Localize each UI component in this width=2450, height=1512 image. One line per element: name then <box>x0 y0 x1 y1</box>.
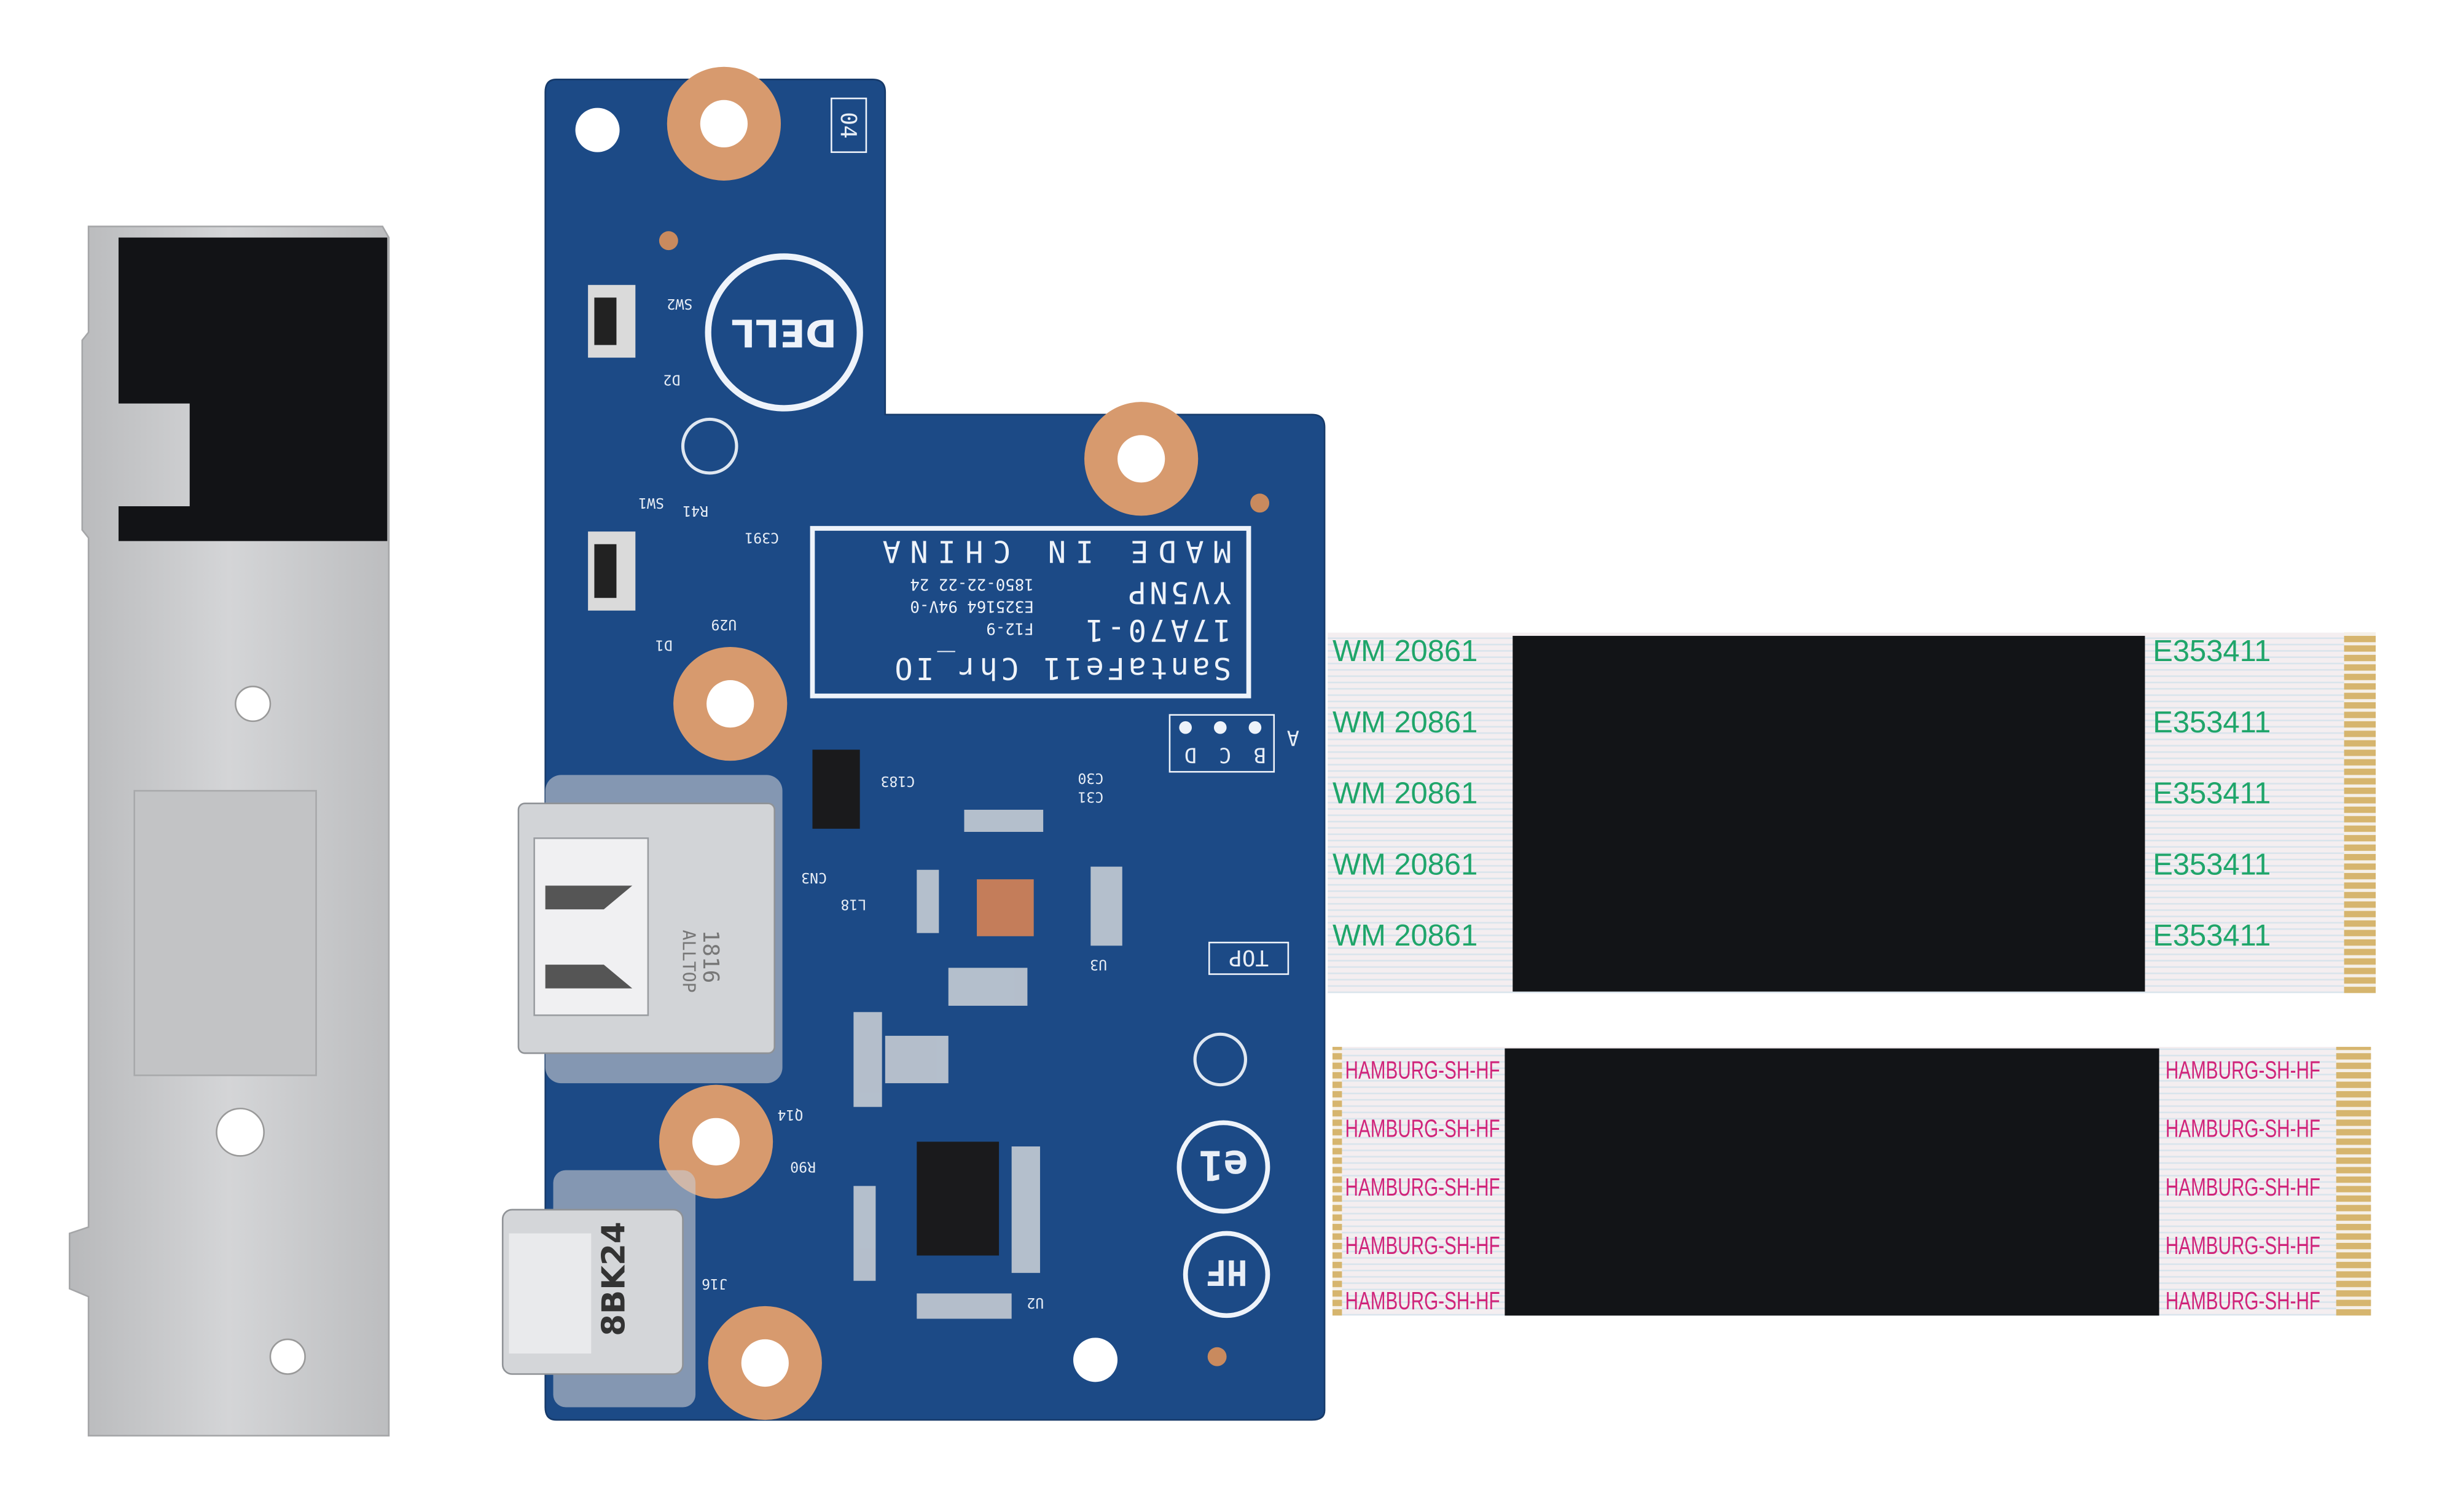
silk-c31: C31 <box>1078 789 1103 805</box>
ribbon-cable-bottom: HAMBURG-SH-HF HAMBURG-SH-HF HAMBURG-SH-H… <box>1332 1046 2371 1316</box>
svg-text:e1: e1 <box>1199 1142 1248 1189</box>
cable-print-left: WM 20861 <box>1333 706 1477 739</box>
silk-u3: U3 <box>1090 956 1107 972</box>
svg-text:ALLTOP: ALLTOP <box>678 930 699 993</box>
svg-text:SantaFe11 Chr_IO: SantaFe11 Chr_IO <box>891 651 1231 686</box>
e1-mark: e1 <box>1176 1120 1270 1214</box>
cable-print-left: HAMBURG-SH-HF <box>1345 1231 1500 1259</box>
silk-r41: R41 <box>683 503 708 519</box>
cable-print-left: HAMBURG-SH-HF <box>1345 1287 1500 1315</box>
screw-hole <box>269 1338 306 1375</box>
inductor <box>812 750 860 829</box>
usb-a-port: ALLTOP 1816 <box>517 775 783 1084</box>
cable-print-left: HAMBURG-SH-HF <box>1345 1173 1500 1201</box>
screw-hole <box>216 1107 265 1157</box>
insulation-tape <box>118 237 388 541</box>
svg-text:F12-9: F12-9 <box>986 619 1033 637</box>
metal-bracket <box>68 225 390 1437</box>
cable-print-right: E353411 <box>2153 848 2271 881</box>
silk-d1: D1 <box>656 637 673 653</box>
silk-u2: U2 <box>1027 1295 1044 1310</box>
usb-c-port: 8BK24 <box>501 1170 696 1408</box>
mounting-hole <box>575 108 620 152</box>
cable-print-right: E353411 <box>2153 706 2271 739</box>
silk-l18: L18 <box>840 896 866 912</box>
cable-print-left: WM 20861 <box>1333 635 1477 668</box>
silk-cn3: CN3 <box>801 869 827 885</box>
dell-logo: DELL <box>705 253 863 412</box>
silk-top: TOP <box>1229 945 1269 970</box>
board-label: SantaFe11 Chr_IO 17A70-1 F12-9 E325164 9… <box>810 526 1251 699</box>
cable-print-right: E353411 <box>2153 635 2271 668</box>
svg-text:YV5NP: YV5NP <box>1125 574 1231 609</box>
io-board: DELL 04 SW2 D2 SW1 R41 C391 U29 D1 C183 <box>544 66 1326 1421</box>
silk-sw2: SW2 <box>667 296 692 311</box>
silkscreen-marks: SW2 D2 SW1 R41 C391 U29 D1 C183 C30 C31 … <box>638 296 1107 1310</box>
controller-chip <box>917 1142 1000 1256</box>
cable-print-right: HAMBURG-SH-HF <box>2166 1287 2320 1315</box>
svg-text:HF: HF <box>1205 1252 1247 1292</box>
switch-sw2 <box>588 284 636 358</box>
cable-print-left: WM 20861 <box>1333 848 1477 881</box>
svg-text:MADE IN CHINA: MADE IN CHINA <box>873 534 1231 569</box>
silk-j16: J16 <box>702 1275 727 1291</box>
svg-text:DELL: DELL <box>731 310 837 354</box>
svg-text:D: D <box>1184 743 1197 767</box>
switch-sw1 <box>588 531 636 611</box>
cable-print-right: E353411 <box>2153 919 2271 952</box>
silk-d2: D2 <box>663 371 681 387</box>
svg-text:8BK24: 8BK24 <box>595 1221 632 1336</box>
silk-c391: C391 <box>745 530 779 546</box>
svg-text:B: B <box>1254 743 1266 767</box>
cable-tape <box>1505 1048 2159 1316</box>
cable-print-right: HAMBURG-SH-HF <box>2166 1114 2320 1143</box>
screw-hole <box>235 686 272 723</box>
qfn-chip <box>977 879 1034 936</box>
cable-print-left: HAMBURG-SH-HF <box>1345 1114 1500 1143</box>
svg-text:E325164 94V-0: E325164 94V-0 <box>910 597 1033 615</box>
svg-text:C: C <box>1219 743 1231 767</box>
silk-u29: U29 <box>711 616 737 632</box>
cable-print-right: E353411 <box>2153 777 2271 810</box>
svg-text:1816: 1816 <box>698 930 723 984</box>
hf-mark: HF <box>1183 1231 1270 1318</box>
abcd-marks: B C D A <box>1168 714 1299 773</box>
silk-q14: Q14 <box>778 1107 804 1122</box>
cable-print-right: HAMBURG-SH-HF <box>2166 1231 2320 1259</box>
svg-text:A: A <box>1287 726 1299 750</box>
cable-print-left: HAMBURG-SH-HF <box>1345 1056 1500 1084</box>
silk-sw1: SW1 <box>638 495 664 511</box>
silk-r90: R90 <box>790 1159 816 1175</box>
cable-tape <box>1513 635 2145 992</box>
silk-c183: C183 <box>881 773 915 789</box>
cable-print-left: WM 20861 <box>1333 919 1477 952</box>
revision-mark: 04 <box>836 112 861 138</box>
svg-text:1850-22-22 24: 1850-22-22 24 <box>910 574 1033 593</box>
silk-c30: C30 <box>1078 770 1103 786</box>
cable-print-right: HAMBURG-SH-HF <box>2166 1173 2320 1201</box>
svg-text:17A70-1: 17A70-1 <box>1082 613 1231 648</box>
cable-print-left: WM 20861 <box>1333 777 1477 810</box>
cable-print-right: HAMBURG-SH-HF <box>2166 1056 2320 1084</box>
